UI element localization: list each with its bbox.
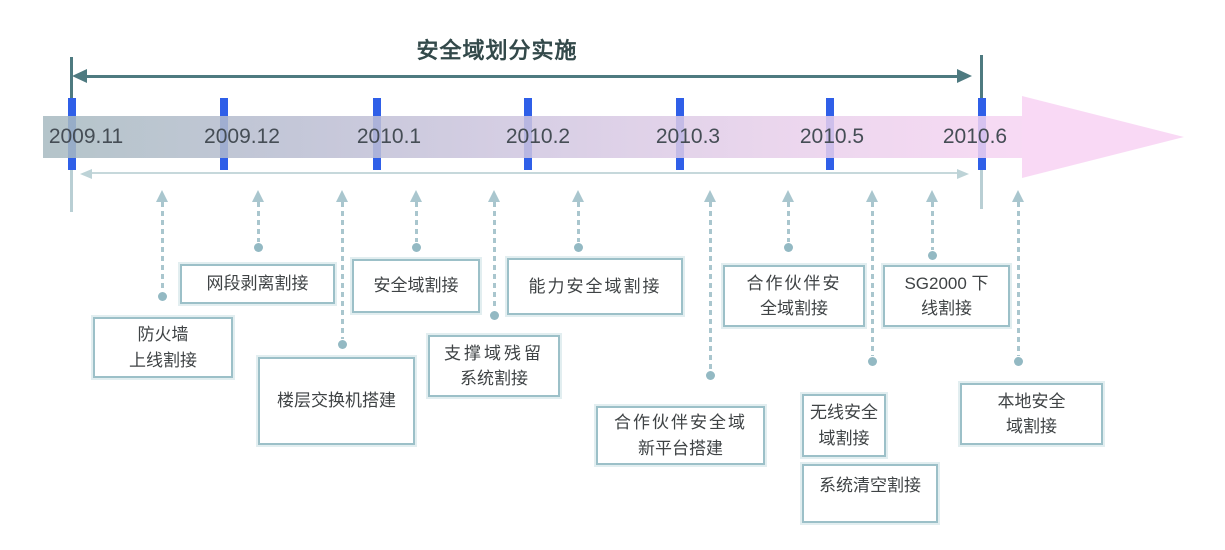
- milestone-label: 楼层交换机搭建: [277, 391, 396, 411]
- milestone-label: 能力安全域割接: [528, 276, 662, 296]
- range-arrow-left-icon: [80, 169, 92, 179]
- arrow-up-icon: [866, 190, 878, 202]
- timeline-arrowhead-icon: [1022, 96, 1184, 178]
- date-label: 2010.3: [655, 125, 721, 148]
- milestone-label: 全域割接: [760, 299, 828, 318]
- arrow-up-icon: [1012, 190, 1024, 202]
- arrow-up-icon: [488, 190, 500, 202]
- date-label: 2010.2: [505, 125, 571, 148]
- arrow-up-icon: [156, 190, 168, 202]
- dashed-connector: [781, 190, 795, 252]
- milestone-label: 合作伙伴安全域: [614, 413, 747, 432]
- connector-dot: [1013, 357, 1023, 366]
- milestone-label: 防火墙: [137, 325, 189, 344]
- milestone-label: 线割接: [921, 299, 972, 318]
- arrow-right-icon: [957, 69, 972, 83]
- dashed-connector: [251, 190, 265, 252]
- range-arrow-right-icon: [957, 169, 969, 179]
- dashed-line: [160, 202, 164, 291]
- title-span-arrow-line: [86, 75, 958, 78]
- dashed-line: [870, 202, 874, 356]
- milestone-label: 域割接: [818, 428, 870, 448]
- milestone-sg2000-offline-cutover: SG2000 下 线割接: [883, 265, 1010, 327]
- date-label: 2010.5: [799, 125, 865, 148]
- date-label: 2009.12: [204, 125, 280, 148]
- dashed-line: [786, 202, 790, 242]
- dashed-connector: [865, 190, 879, 366]
- dashed-connector: [409, 190, 423, 252]
- date-label: 2009.11: [48, 125, 124, 148]
- milestone-label: 系统清空割接: [819, 476, 921, 495]
- dashed-connector: [703, 190, 717, 380]
- milestone-floor-switch-setup: 楼层交换机搭建: [258, 357, 415, 445]
- milestone-security-domain-cutover: 安全域割接: [352, 259, 480, 313]
- milestone-system-clear-cutover: 系统清空割接: [802, 464, 938, 523]
- arrow-up-icon: [704, 190, 716, 202]
- milestone-capability-security-domain-cutover: 能力安全域割接: [507, 258, 683, 315]
- milestone-network-segment-strip-cutover: 网段剥离割接: [180, 264, 335, 304]
- connector-dot: [867, 357, 877, 366]
- milestone-label: 域割接: [1006, 417, 1057, 436]
- connector-dot: [157, 292, 167, 301]
- milestone-label: 合作伙伴安: [746, 273, 842, 293]
- dashed-connector: [1011, 190, 1025, 366]
- dashed-line: [576, 202, 580, 242]
- arrow-up-icon: [410, 190, 422, 202]
- milestone-label: 无线安全: [810, 403, 878, 422]
- date-label: 2010.1: [356, 125, 422, 148]
- milestone-label: 支撑域残留: [444, 343, 544, 363]
- milestone-label: SG2000 下: [904, 273, 989, 293]
- range-arrow-line: [92, 172, 958, 174]
- arrow-up-icon: [572, 190, 584, 202]
- milestone-label: 网段剥离割接: [206, 274, 309, 294]
- connector-dot: [705, 371, 715, 380]
- dashed-connector: [487, 190, 501, 320]
- dashed-connector: [571, 190, 585, 252]
- milestone-partner-security-domain-cutover: 合作伙伴安 全域割接: [723, 265, 865, 327]
- date-label: 2010.6: [942, 125, 1008, 148]
- timeline-end-endline-lower: [980, 162, 983, 209]
- timeline-start-endline-lower: [70, 162, 73, 212]
- arrow-left-icon: [72, 69, 87, 83]
- milestone-firewall-online-cutover: 防火墙 上线割接: [93, 317, 233, 378]
- milestone-support-domain-residual-cutover: 支撑域残留 系统割接: [428, 335, 560, 397]
- milestone-partner-new-platform-setup: 合作伙伴安全域 新平台搭建: [596, 406, 765, 465]
- connector-dot: [927, 251, 937, 260]
- arrow-up-icon: [336, 190, 348, 202]
- dashed-connector: [925, 190, 939, 260]
- connector-dot: [337, 340, 347, 349]
- dashed-connector: [335, 190, 349, 349]
- milestone-label: 系统割接: [460, 369, 528, 388]
- dashed-line: [930, 202, 934, 250]
- milestone-label: 新平台搭建: [638, 438, 723, 458]
- dashed-line: [708, 202, 712, 370]
- milestone-label: 安全域割接: [373, 276, 459, 296]
- connector-dot: [253, 243, 263, 252]
- arrow-up-icon: [926, 190, 938, 202]
- dashed-connector: [155, 190, 169, 301]
- dashed-line: [414, 202, 418, 242]
- timeline-band: [43, 116, 1022, 158]
- arrow-up-icon: [252, 190, 264, 202]
- connector-dot: [573, 243, 583, 252]
- connector-dot: [411, 243, 421, 252]
- connector-dot: [783, 243, 793, 252]
- milestone-label: 本地安全: [997, 391, 1066, 411]
- dashed-line: [1016, 202, 1020, 356]
- dashed-line: [492, 202, 496, 310]
- milestone-wireless-security-domain-cutover: 无线安全 域割接: [802, 394, 886, 457]
- connector-dot: [489, 311, 499, 320]
- milestone-label: 上线割接: [129, 350, 197, 370]
- arrow-up-icon: [782, 190, 794, 202]
- diagram-title: 安全域划分实施: [416, 38, 578, 63]
- dashed-line: [340, 202, 344, 339]
- milestone-local-security-domain-cutover: 本地安全 域割接: [960, 383, 1103, 445]
- dashed-line: [256, 202, 260, 242]
